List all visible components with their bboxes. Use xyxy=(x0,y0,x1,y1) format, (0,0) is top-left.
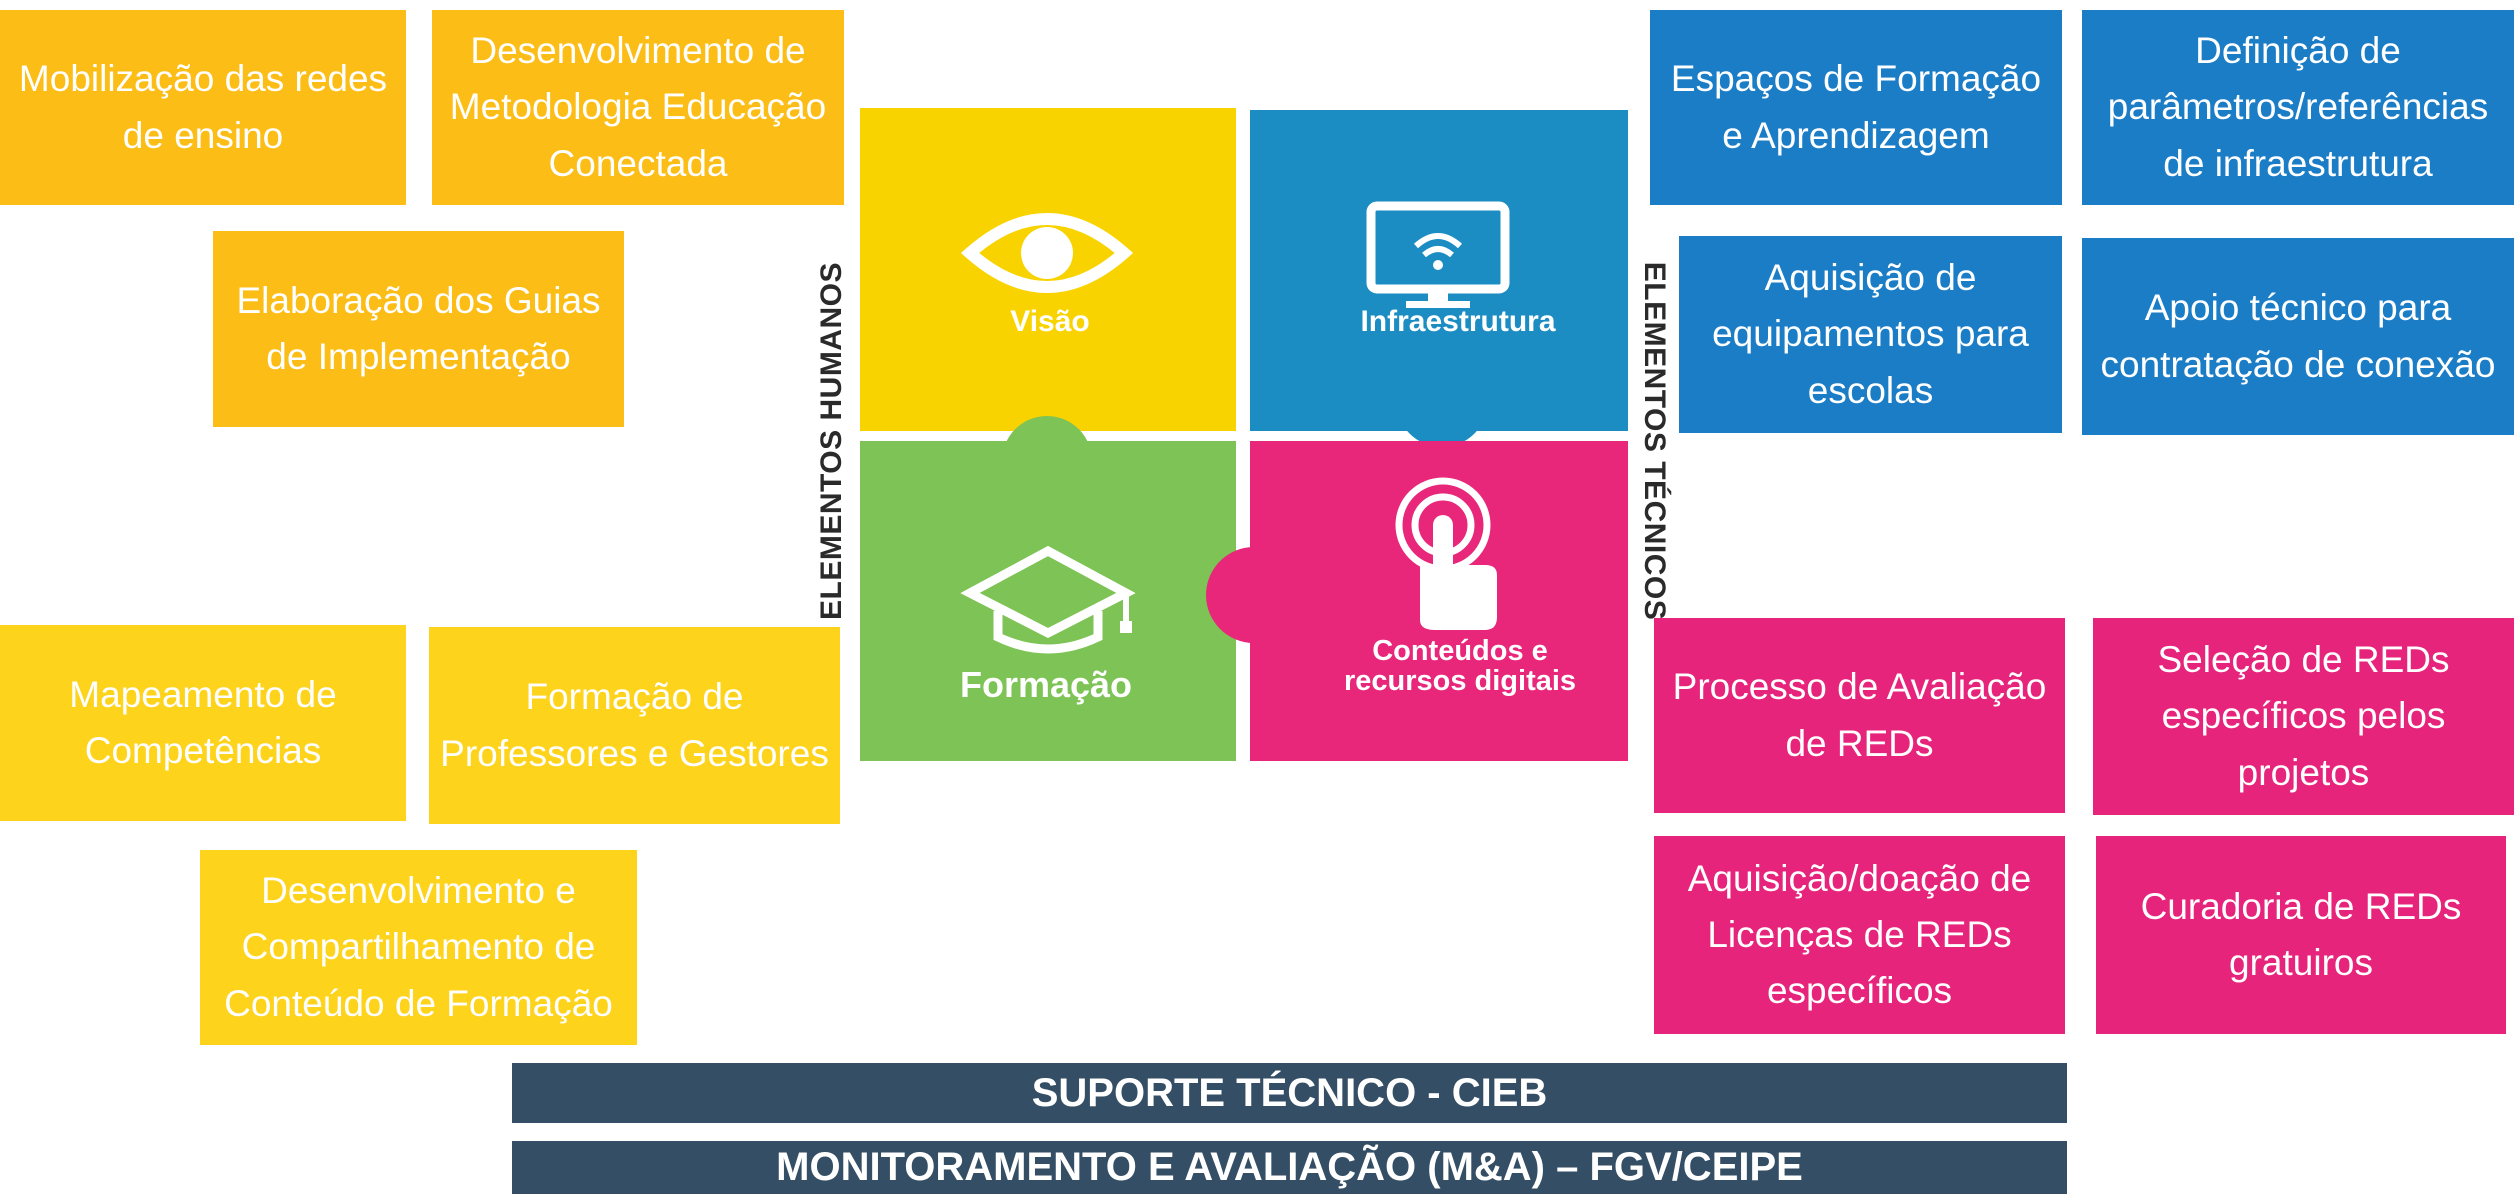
box-licencas-reds: Aquisição/doação de Licenças de REDs esp… xyxy=(1654,836,2065,1034)
label-elementos-tecnicos: ELEMENTOS TÉCNICOS xyxy=(1638,261,1671,621)
bar-suporte-tecnico: SUPORTE TÉCNICO - CIEB xyxy=(512,1063,2067,1123)
eye-icon xyxy=(960,213,1134,293)
box-apoio-conexao: Apoio técnico para contratação de conexã… xyxy=(2082,238,2514,435)
box-conteudo-formacao: Desenvolvimento e Compartilhamento de Co… xyxy=(200,850,637,1045)
box-formacao-professores: Formação de Professores e Gestores xyxy=(429,627,840,824)
label-elementos-humanos: ELEMENTOS HUMANOS xyxy=(815,262,848,620)
box-selecao-reds: Seleção de REDs específicos pelos projet… xyxy=(2093,618,2514,815)
box-aquisicao-equipamentos: Aquisição de equipamentos para escolas xyxy=(1679,236,2062,433)
puzzle-piece-formacao xyxy=(860,416,1236,761)
touch-hand-icon xyxy=(1395,477,1497,630)
monitor-wifi-icon xyxy=(1366,201,1510,308)
box-mapeamento: Mapeamento de Competências xyxy=(0,625,406,821)
box-metodologia: Desenvolvimento de Metodologia Educação … xyxy=(432,10,844,205)
box-espacos-formacao: Espaços de Formação e Aprendizagem xyxy=(1650,10,2062,205)
graduation-cap-icon xyxy=(960,545,1136,654)
puzzle-piece-infraestrutura xyxy=(1250,110,1628,447)
box-guias: Elaboração dos Guias de Implementação xyxy=(213,231,624,427)
box-mobilizacao: Mobilização das redes de ensino xyxy=(0,10,406,205)
puzzle-label-conteudos-1: Conteúdos e xyxy=(1372,635,1548,667)
box-curadoria-reds: Curadoria de REDs gratuiros xyxy=(2096,836,2506,1034)
puzzle-label-conteudos-2: recursos digitais xyxy=(1344,665,1576,697)
puzzle-label-formacao: Formação xyxy=(960,664,1132,705)
puzzle-label-infraestrutura: Infraestrutura xyxy=(1360,305,1555,338)
box-parametros-infra: Definição de parâmetros/referências de i… xyxy=(2082,10,2514,205)
puzzle-label-visao: Visão xyxy=(1010,305,1090,338)
bar-monitoramento: MONITORAMENTO E AVALIAÇÃO (M&A) – FGV/CE… xyxy=(512,1141,2067,1194)
puzzle-graphic: Visão Infraestrutura Formação Conteúdos … xyxy=(860,108,1628,761)
box-avaliacao-reds: Processo de Avaliação de REDs xyxy=(1654,618,2065,813)
